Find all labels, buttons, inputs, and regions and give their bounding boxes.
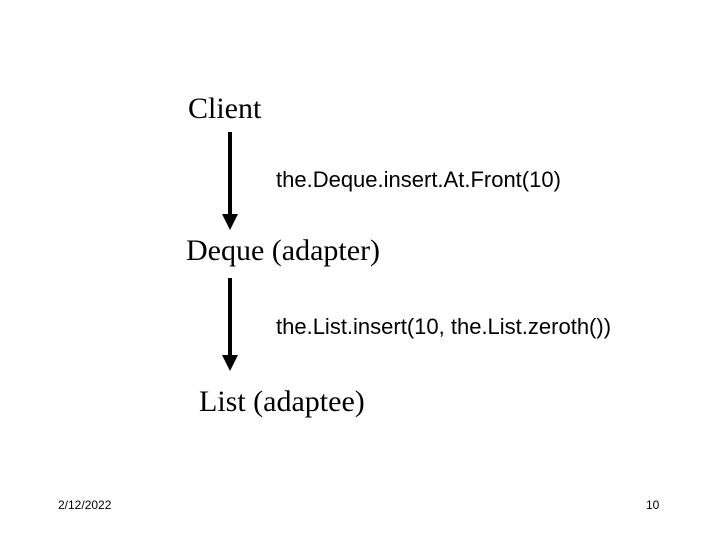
call-insert-at-front: the.Deque.insert.At.Front(10)	[276, 167, 561, 192]
client-node-label: Client	[188, 92, 262, 125]
footer-page-number: 10	[646, 498, 660, 512]
arrow-deque-to-list	[222, 278, 238, 371]
call-list-insert: the.List.insert(10, the.List.zeroth())	[276, 314, 612, 339]
footer-date: 2/12/2022	[58, 498, 112, 512]
deque-node-label: Deque (adapter)	[186, 234, 381, 267]
list-node-label: List (adaptee)	[199, 385, 365, 418]
arrow-client-to-deque	[222, 132, 238, 230]
